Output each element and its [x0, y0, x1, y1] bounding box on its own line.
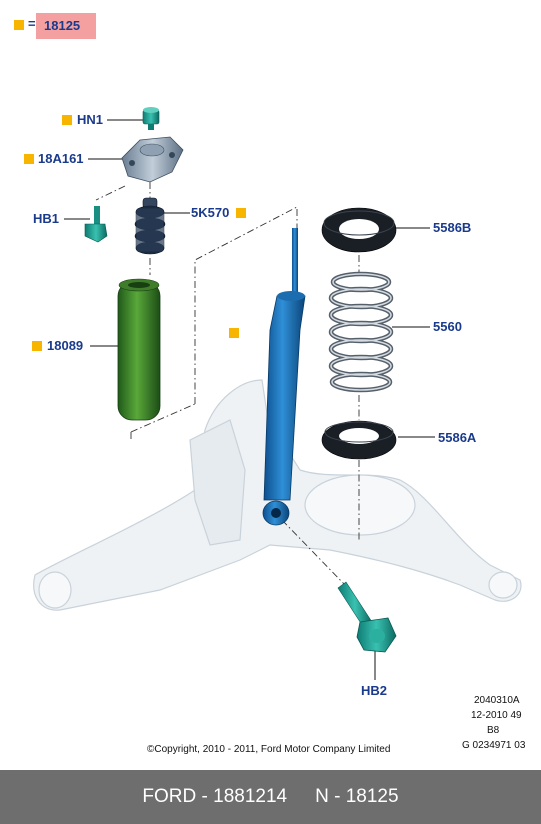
guide-lines: [95, 182, 360, 586]
spring-seat-5586b: [321, 207, 397, 253]
ref-line-3: B8: [487, 725, 500, 736]
bump-stop-5k570: [134, 197, 166, 255]
footer-part-number: FORD - 1881214: [142, 786, 288, 807]
spring-seat-5586a: [321, 420, 397, 460]
legend-highlight: [36, 13, 96, 39]
legend-part-number: 18125: [44, 18, 81, 33]
label-hn1: HN1: [77, 112, 104, 127]
diagram-artwork: [33, 107, 522, 680]
marker-18a161: [24, 154, 34, 164]
ref-line-4: G 0234971 03: [462, 740, 526, 751]
label-5k570: 5K570: [191, 205, 230, 220]
label-18a161: 18A161: [38, 151, 84, 166]
shock-absorber: [262, 228, 306, 526]
marker-18089: [32, 341, 42, 351]
label-hb1: HB1: [33, 211, 60, 226]
nut-hn1: [142, 107, 160, 130]
ref-line-2: 12-2010 49: [471, 710, 522, 721]
label-18089: 18089: [47, 338, 84, 353]
bolt-hb1: [84, 206, 108, 243]
top-mount-18a161: [121, 136, 184, 183]
label-5586b: 5586B: [433, 220, 472, 235]
label-hb2: HB2: [361, 683, 388, 698]
dust-boot-18089: [117, 278, 161, 421]
footer-bar: FORD - 1881214 N - 18125: [0, 770, 541, 824]
legend-marker: [14, 20, 24, 30]
marker-5k570: [236, 208, 246, 218]
bolt-hb2: [337, 581, 397, 653]
label-5560: 5560: [433, 319, 462, 334]
marker-shock-absorber: [229, 328, 239, 338]
legend-equals: =: [28, 16, 36, 31]
ref-line-1: 2040310A: [474, 695, 520, 706]
label-5586a: 5586A: [438, 430, 477, 445]
marker-hn1: [62, 115, 72, 125]
exploded-parts-diagram: = 18125 HN1 18A161 HB1 5K570 18089 5586B…: [14, 13, 526, 755]
footer-reference-number: N - 18125: [315, 786, 399, 807]
coil-spring-highlight: [330, 273, 392, 391]
copyright-text: ©Copyright, 2010 - 2011, Ford Motor Comp…: [147, 744, 391, 755]
